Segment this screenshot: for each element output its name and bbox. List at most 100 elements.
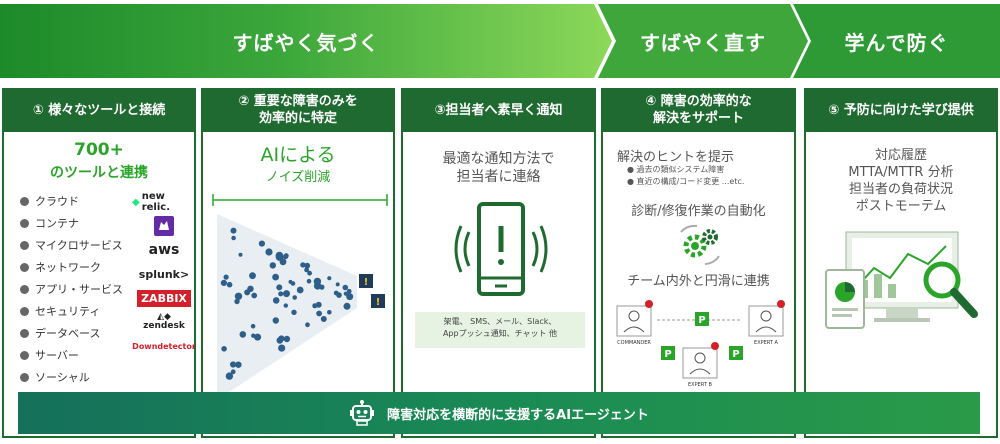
learning-item: ポストモーテム bbox=[855, 198, 947, 214]
bullet-icon bbox=[20, 350, 29, 360]
noise-dot bbox=[327, 310, 332, 315]
banner-notice-quickly: すばやく気づく bbox=[0, 4, 612, 78]
expert-a-avatar: EXPERT A bbox=[748, 300, 785, 346]
noise-dot bbox=[291, 309, 297, 315]
noise-dot bbox=[225, 372, 234, 380]
zendesk-logo: ◭◆zendesk bbox=[143, 312, 185, 331]
list-item-label: クラウド bbox=[35, 195, 79, 208]
banner-notice-label: すばやく気づく bbox=[232, 30, 380, 55]
noise-dot bbox=[283, 303, 288, 308]
banner-learn-prevent: 学んで防ぐ bbox=[793, 4, 1000, 78]
noise-dot bbox=[235, 361, 242, 368]
noise-dot bbox=[313, 282, 322, 290]
noise-dot bbox=[304, 267, 309, 273]
list-item: セキュリティ bbox=[20, 300, 123, 322]
column-header-line: 解決をサポート bbox=[652, 111, 744, 126]
notify-methods-line: Appプッシュ通知、チャット 他 bbox=[442, 329, 558, 338]
ai-title: AIによる bbox=[260, 144, 336, 166]
list-item: コンテナ bbox=[20, 212, 123, 234]
list-item: マイクロサービス bbox=[20, 234, 123, 256]
team-collab-title: チーム内外と円滑に連携 bbox=[627, 274, 770, 289]
notify-methods-box: 架電、 SMS、メール、Slack、 Appプッシュ通知、チャット 他 bbox=[415, 312, 585, 348]
noise-dot bbox=[230, 369, 236, 375]
hint-title: 解決のヒントを提示 bbox=[617, 150, 735, 165]
list-item: アプリ・サービス bbox=[20, 278, 123, 300]
noise-dot bbox=[231, 235, 236, 241]
noise-dot bbox=[251, 292, 258, 299]
noise-dot bbox=[283, 290, 290, 298]
noise-dot bbox=[342, 284, 349, 291]
noise-dot bbox=[249, 272, 256, 280]
noise-dot bbox=[304, 262, 311, 269]
learning-items: 対応履歴 MTTA/MTTR 分析 担当者の負荷状況 ポストモーテム bbox=[806, 148, 996, 216]
noise-dot bbox=[347, 294, 353, 300]
bullet-icon bbox=[20, 284, 29, 294]
ai-agent-label: 障害対応を横断的に支援するAIエージェント bbox=[387, 407, 649, 423]
tool-logos: ◆new relic. aws splunk> ZABBIX ◭◆zendesk… bbox=[132, 190, 196, 358]
banner-fix-quickly: すばやく直す bbox=[598, 4, 808, 78]
analytics-dashboard-icon bbox=[825, 231, 978, 329]
column-prevention-learning: ⑤ 予防に向けた学び提供 対応履歴 MTTA/MTTR 分析 担当者の負荷状況 … bbox=[804, 88, 998, 438]
noise-dot bbox=[272, 297, 280, 304]
noise-dot bbox=[292, 295, 297, 300]
column-header-line: ④ 障害の効率的な bbox=[645, 94, 752, 110]
bullet-icon bbox=[20, 328, 29, 338]
learning-item: MTTA/MTTR 分析 bbox=[848, 164, 954, 180]
robot-icon bbox=[350, 400, 375, 426]
automation-title: 診断/修復作業の自動化 bbox=[631, 204, 766, 219]
downdetector-logo: Downdetector bbox=[132, 341, 196, 351]
noise-dot bbox=[320, 316, 327, 322]
noise-dot bbox=[278, 291, 284, 297]
noise-dot bbox=[279, 258, 287, 266]
svg-text:EXPERT A: EXPERT A bbox=[754, 340, 779, 346]
column-header: ⑤ 予防に向けた学び提供 bbox=[806, 90, 996, 132]
noise-dot bbox=[335, 282, 340, 287]
bullet-icon bbox=[20, 218, 29, 228]
noise-dot bbox=[272, 273, 279, 281]
ai-agent-bar: 障害対応を横断的に支援するAIエージェント bbox=[18, 392, 980, 434]
svg-text:COMMANDER: COMMANDER bbox=[617, 340, 651, 346]
learning-item: 担当者の負荷状況 bbox=[848, 181, 953, 197]
list-item-label: サーバー bbox=[35, 349, 79, 362]
svg-text:P: P bbox=[664, 349, 671, 360]
noise-dot bbox=[276, 337, 284, 344]
team-collaboration-diagram: COMMANDER EXPERT A EXPERT B P P P bbox=[616, 300, 785, 388]
noise-dot bbox=[220, 279, 227, 286]
newrelic-logo: ◆new relic. bbox=[132, 191, 170, 213]
zabbix-logo: ZABBIX bbox=[132, 286, 196, 310]
noise-dot bbox=[223, 274, 229, 280]
column-noise-reduction: ② 重要な障害のみを効率的に特定 AIによる ノイズ削減 ! ! bbox=[201, 88, 395, 438]
noise-dot bbox=[316, 310, 322, 317]
noise-dot bbox=[269, 262, 276, 269]
banner-fix-label: すばやく直す bbox=[640, 30, 766, 55]
noise-dot bbox=[234, 292, 243, 300]
column-header: ① 様々なツールと接続 bbox=[4, 90, 194, 132]
column-tool-integration: ① 様々なツールと接続 700+ のツールと連携 クラウド コンテナ マイクロサ… bbox=[2, 88, 196, 438]
noise-dot bbox=[226, 281, 233, 288]
list-item-label: ソーシャル bbox=[35, 371, 90, 384]
column-header-line: 効率的に特定 bbox=[258, 111, 337, 126]
noise-dot bbox=[276, 284, 283, 291]
noise-dot bbox=[275, 251, 284, 260]
noise-dot bbox=[282, 254, 289, 260]
notify-methods-line: 架電、 SMS、メール、Slack、 bbox=[443, 317, 557, 326]
datadog-logo bbox=[132, 214, 196, 238]
noise-dot bbox=[307, 270, 312, 276]
bullet-icon bbox=[20, 240, 29, 250]
noise-dot bbox=[283, 335, 291, 343]
noise-dot bbox=[312, 303, 318, 309]
noise-dot bbox=[288, 279, 293, 284]
noise-dot bbox=[343, 302, 351, 310]
list-item: クラウド bbox=[20, 190, 123, 212]
noise-dot bbox=[230, 361, 237, 368]
noise-dot bbox=[234, 298, 240, 305]
expert-b-avatar: EXPERT B bbox=[682, 342, 719, 388]
column-header-line: ② 重要な障害のみを bbox=[238, 94, 358, 110]
hint-item: ● 過去の類似システム障害 bbox=[627, 165, 725, 174]
svg-text:P: P bbox=[698, 315, 705, 326]
list-item-label: アプリ・サービス bbox=[35, 283, 123, 296]
noise-dot bbox=[239, 331, 247, 338]
column-notify: ③担当者へ素早く通知 最適な通知方法で 担当者に連絡 架電、 SMS、メール、S… bbox=[401, 88, 596, 438]
noise-dot bbox=[272, 317, 279, 324]
notify-line: 担当者に連絡 bbox=[456, 169, 541, 186]
